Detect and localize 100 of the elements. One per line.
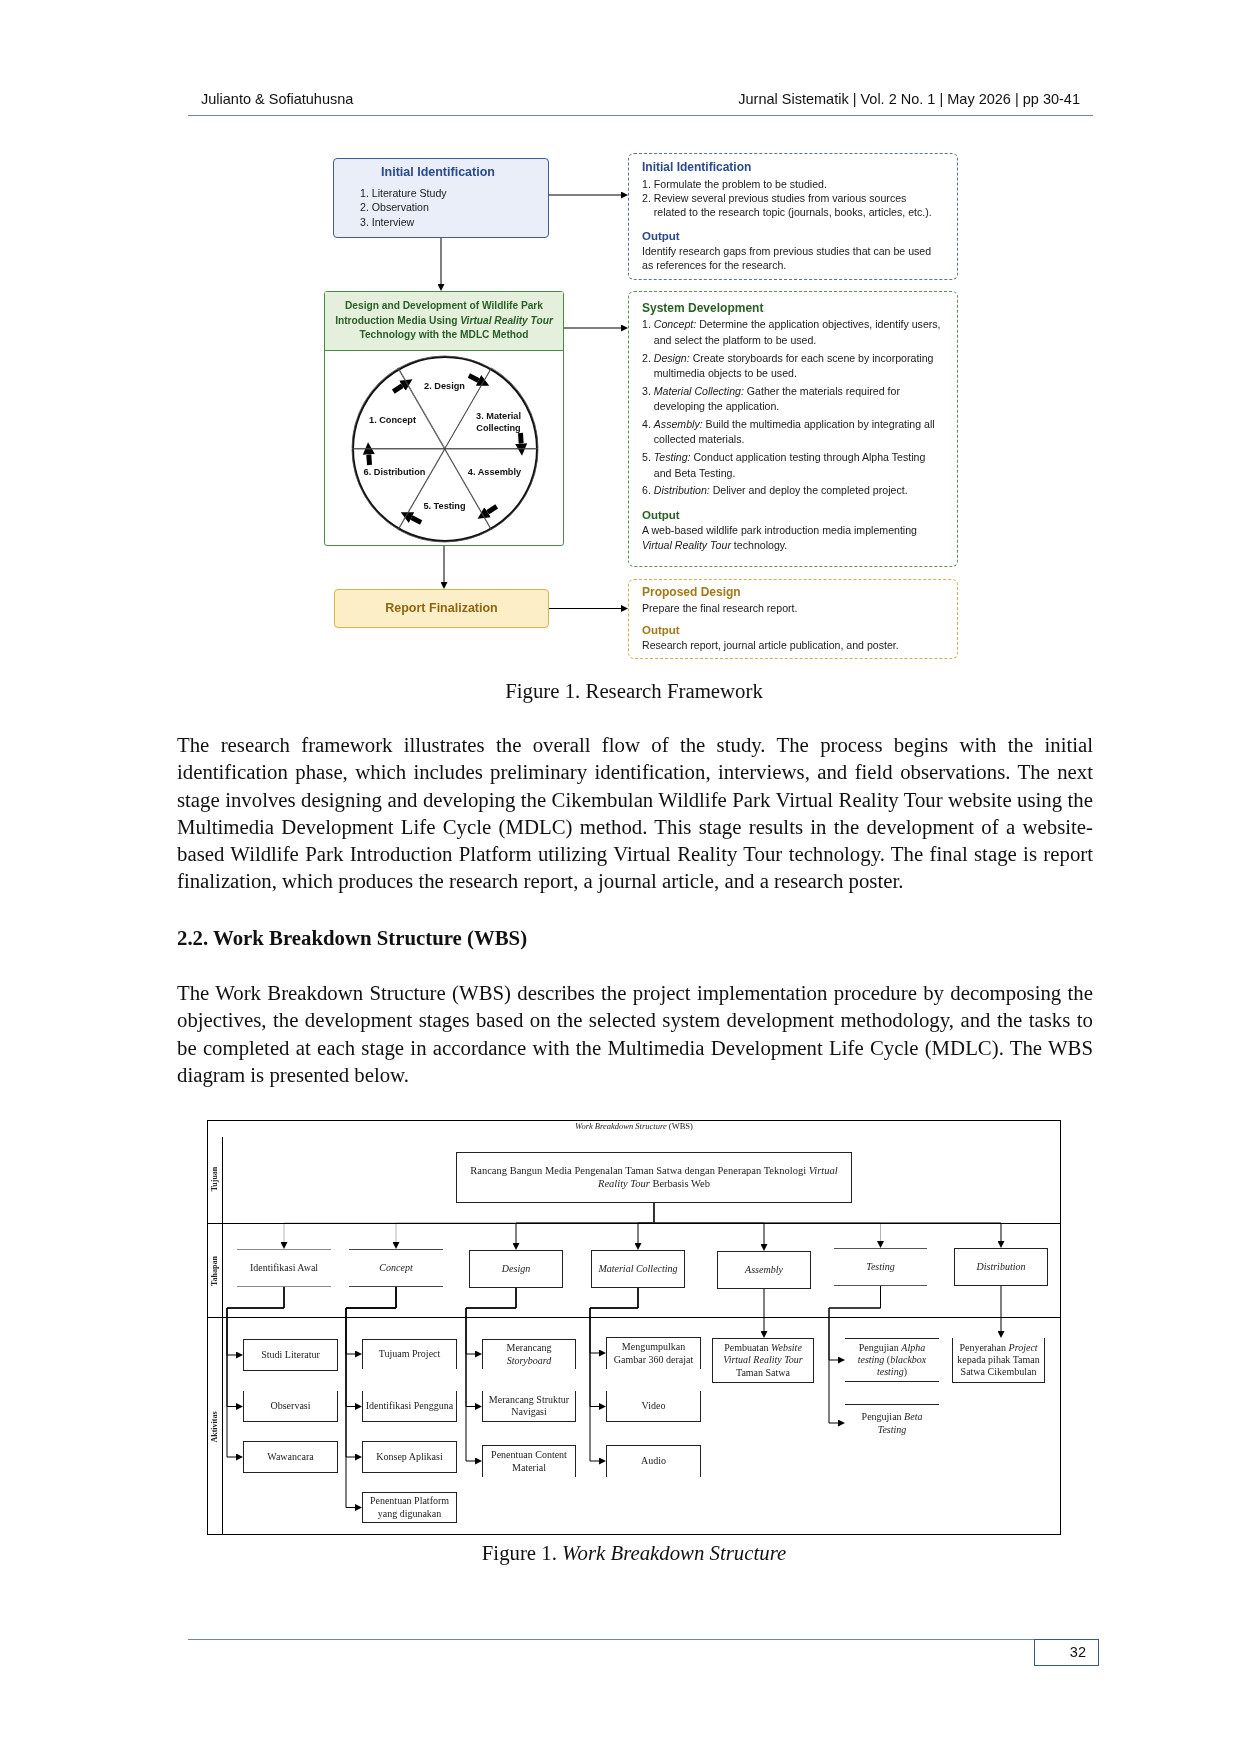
cycle-arrow <box>477 504 499 519</box>
running-header: Jurnal Sistematik | Vol. 2 No. 1 | May 2026 | pp 30-41 <box>738 91 1080 108</box>
stage-box <box>237 1249 331 1287</box>
task-box <box>362 1391 457 1422</box>
task-label: Observasi <box>270 1399 311 1413</box>
arrow <box>440 545 448 589</box>
list-item: 1. Concept: Determine the application objectives, identify users, and select the platform to be used. <box>642 317 942 348</box>
goal-label: Rancang Bangun Media Pengenalan Taman Satwa dengan Penerapan Teknologi Virtual Reality Tour Berbasis Web <box>469 1164 839 1191</box>
lane-label: Tahapan <box>210 1255 220 1286</box>
task-box <box>482 1445 576 1477</box>
box-heading: Initial Identification <box>381 165 495 180</box>
panel-text: A web-based wildlife park introduction media implementing Virtual Reality Tour technology. <box>642 522 918 554</box>
arrow <box>589 1287 639 1465</box>
panel-heading: Proposed Design <box>642 585 741 599</box>
task-label: Studi Literatur <box>261 1348 320 1362</box>
figure-caption: Figure 1. Work Breakdown Structure <box>481 1540 787 1565</box>
lane-label: Tujuan <box>210 1166 220 1192</box>
task-label: Audio <box>641 1455 666 1468</box>
task-label: Video <box>641 1399 666 1413</box>
task-box <box>362 1492 457 1523</box>
list-item: 2. Design: Create storyboards for each scene by incorporating multimedia objects to be used. <box>642 350 935 382</box>
stage-label: Material Collecting <box>598 1262 678 1276</box>
task-label: Mengumpulkan Gambar 360 derajat <box>612 1341 695 1366</box>
stage-label: Testing <box>866 1260 895 1274</box>
task-box <box>606 1391 701 1422</box>
task-label: Identifikasi Pengguna <box>365 1399 454 1413</box>
segment-label: 6. Distribution <box>363 465 426 478</box>
task-box <box>243 1339 338 1371</box>
arrow <box>437 237 445 291</box>
task-label: Penentuan Content Material <box>490 1449 568 1474</box>
task-box <box>845 1338 939 1382</box>
cycle-arrow <box>391 379 413 394</box>
task-box <box>243 1441 338 1473</box>
stage-label: Assembly <box>745 1263 783 1277</box>
lane-label: Aktivitas <box>210 1410 220 1443</box>
running-header: Julianto & Sofiatuhusna <box>201 91 354 108</box>
task-label: Penyerahan Project kepada pihak Taman Satwa Cikembulan <box>956 1341 1041 1379</box>
task-box <box>606 1337 701 1369</box>
arrow <box>548 605 628 612</box>
task-box <box>243 1391 338 1422</box>
stage-box <box>469 1250 563 1288</box>
box-heading: Design and Development of Wildlife Park Introduction Media Using Virtual Reality Tour Technology with the MDLC Method <box>334 298 555 343</box>
figure-caption: Figure 1. Research Framework <box>505 678 763 703</box>
cycle-arrow <box>400 512 423 525</box>
list-item: 5. Testing: Conduct application testing through Alpha Testing and Beta Testing. <box>642 450 927 481</box>
arrow <box>653 1202 1005 1248</box>
task-label: Wawancara <box>267 1450 314 1464</box>
diagram-frame <box>207 1120 1061 1535</box>
list-item: 1. Literature Study <box>360 185 447 200</box>
stage-box <box>834 1248 927 1286</box>
box-heading: Report Finalization <box>385 601 498 616</box>
stage-label: Distribution <box>976 1260 1026 1274</box>
frame-title: Work Breakdown Structure (WBS) <box>575 1121 693 1132</box>
stage-box <box>349 1249 443 1287</box>
output-heading: Output <box>642 228 680 243</box>
dashed-panel <box>628 153 958 280</box>
page-number: 32 <box>1034 1639 1099 1666</box>
cycle-arrow <box>467 373 490 386</box>
panel-text: Research report, journal article publication, and poster. <box>642 637 899 653</box>
arrow <box>548 191 628 199</box>
list-item: 3. Material Collecting: Gather the materials required for developing the application. <box>642 383 901 415</box>
stage-box <box>954 1248 1048 1286</box>
output-heading: Output <box>642 507 680 522</box>
segment-label: 3. Material Collecting <box>475 410 522 435</box>
process-box <box>324 291 564 546</box>
output-heading: Output <box>642 622 680 637</box>
body-paragraph: The Work Breakdown Structure (WBS) describes the project implementation procedure by decomposing the objectives, the development stages based on the selected system development methodology, and the tasks to be completed at each stage in accordance with the Multimedia Development Life Cycle (MDLC). The WBS diagram is presented below. <box>177 980 1093 1089</box>
arrow <box>465 1287 517 1465</box>
segment-label: 2. Design <box>424 379 465 392</box>
cycle-arrow <box>515 432 528 456</box>
arrow <box>760 1288 768 1338</box>
cycle-arrow <box>362 442 375 466</box>
task-box <box>482 1339 576 1369</box>
list-item: 6. Distribution: Deliver and deploy the completed project. <box>642 483 908 499</box>
stage-label: Identifikasi Awal <box>249 1261 319 1275</box>
list-item: 4. Assembly: Build the multimedia application by integrating all collected materials. <box>642 416 936 448</box>
panel-heading: Initial Identification <box>642 160 752 174</box>
dashed-panel <box>628 291 958 567</box>
task-box <box>362 1441 457 1473</box>
cycle-circle <box>351 355 538 542</box>
task-label: Merancang Storyboard <box>505 1342 553 1367</box>
segment-label: 4. Assembly <box>467 465 522 478</box>
process-box <box>334 589 549 628</box>
arrow <box>828 1285 881 1427</box>
arrow <box>997 1285 1005 1338</box>
list-item: 2. Review several previous studies from various sources related to the research topic (journals, books, articles, etc.). <box>642 190 933 219</box>
body-paragraph: The research framework illustrates the overall flow of the study. The process begins with the initial identification phase, which includes preliminary identification, interviews, and field observations. The next stage involves designing and developing the Cikembulan Wildlife Park Virtual Reality Tour website using the Multimedia Development Life Cycle (MDLC) method. This stage results in the development of a website-based Wildlife Park Introduction Platform utilizing Virtual Reality Tour technology. The final stage is report finalization, which produces the research report, a journal article, and a research poster. <box>177 732 1093 895</box>
dashed-panel <box>628 579 958 659</box>
task-label: Pembuatan Website Virtual Reality Tour Taman Satwa <box>722 1342 804 1379</box>
segment-label: 5. Testing <box>423 499 466 512</box>
stage-label: Design <box>501 1262 531 1276</box>
list-item: 2. Observation <box>360 200 429 215</box>
stage-label: Concept <box>379 1261 413 1275</box>
task-label: Pengujian Beta Testing <box>860 1411 924 1436</box>
arrow <box>563 324 628 332</box>
task-box <box>606 1445 701 1477</box>
arrow <box>226 1286 285 1461</box>
list-item: 3. Interview <box>360 214 415 229</box>
section-heading: 2.2. Work Breakdown Structure (WBS) <box>177 925 528 950</box>
goal-box <box>456 1152 852 1203</box>
